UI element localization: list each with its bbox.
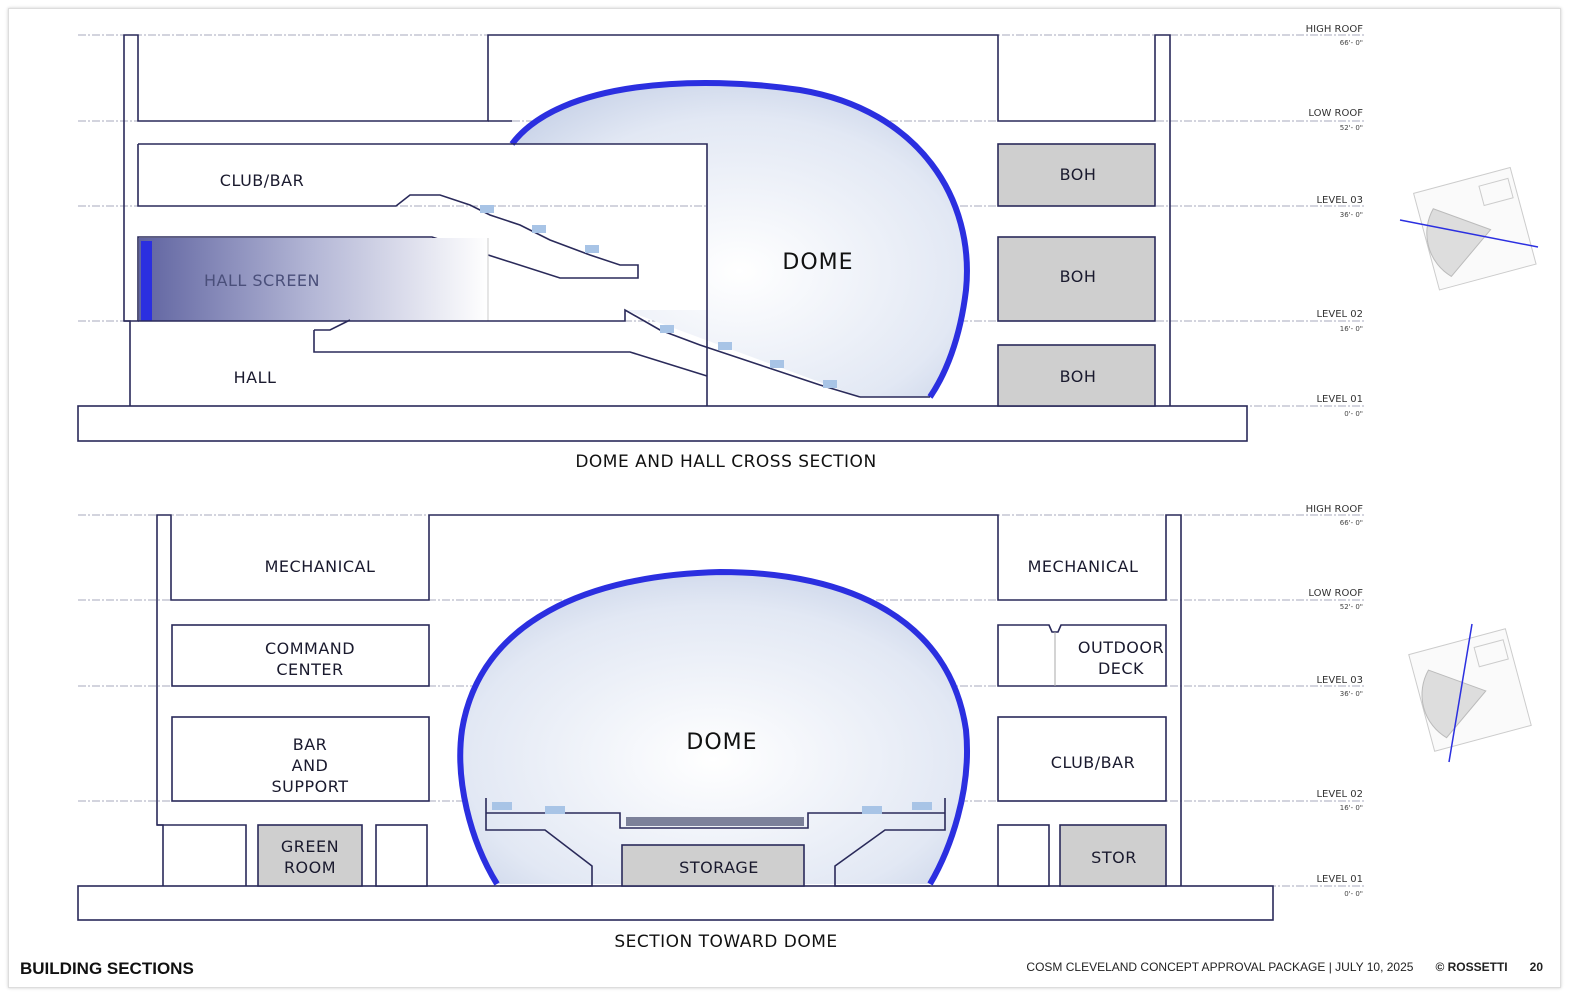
- room-stor: [1059, 824, 1167, 887]
- section-dome-hall: HIGH ROOF 66'- 0" LOW ROOF 52'- 0" LEVEL…: [77, 24, 1539, 472]
- room-outdoor-deck: [997, 624, 1167, 687]
- foundation-slab: [77, 405, 1248, 442]
- page-number: 20: [1529, 960, 1543, 974]
- room-bar-support: [171, 716, 430, 802]
- section-caption: SECTION TOWARD DOME: [614, 932, 837, 952]
- level-label: LOW ROOF: [1308, 108, 1363, 119]
- room-label-mechanical: MECHANICAL: [1028, 557, 1139, 576]
- section-toward-dome: HIGH ROOF 66'- 0" LOW ROOF 52'- 0" LEVEL…: [77, 504, 1532, 952]
- level-elevation: 36'- 0": [1340, 690, 1363, 698]
- room-storage: [621, 844, 805, 887]
- room-label-boh: BOH: [1060, 367, 1097, 386]
- level-elevation: 36'- 0": [1340, 211, 1363, 219]
- level-label: LEVEL 01: [1316, 874, 1363, 885]
- room-label-command-center: COMMAND: [265, 639, 355, 658]
- level-elevation: 52'- 0": [1340, 124, 1363, 132]
- room-label-dome: DOME: [782, 250, 853, 275]
- dome-shell: [457, 568, 970, 886]
- room-unlabeled: [375, 824, 428, 887]
- footer: COSM CLEVELAND CONCEPT APPROVAL PACKAGE …: [1026, 960, 1543, 974]
- level-elevation: 16'- 0": [1340, 804, 1363, 812]
- key-plan-1: [1412, 166, 1537, 291]
- room-label-boh: BOH: [1060, 267, 1097, 286]
- foundation-slab: [77, 885, 1274, 921]
- hall-screen-bar: [141, 241, 152, 321]
- room-label-hall-screen: HALL SCREEN: [204, 271, 320, 290]
- level-labels: HIGH ROOF 66'- 0" LOW ROOF 52'- 0" LEVEL…: [1306, 504, 1364, 898]
- building-outline: [123, 34, 1171, 406]
- room-label-bar-support: AND: [292, 756, 329, 775]
- dome-volume: [460, 572, 968, 884]
- room-boh: [997, 344, 1156, 407]
- level-label: LEVEL 03: [1316, 195, 1363, 206]
- room-label-storage: STORAGE: [679, 858, 759, 877]
- room-label-dome: DOME: [686, 730, 757, 755]
- brand-logo: © ROSSETTI: [1435, 960, 1508, 974]
- room-label-club-bar: CLUB/BAR: [1051, 753, 1135, 772]
- room-label-outdoor-deck: DECK: [1098, 659, 1144, 678]
- room-unlabeled: [997, 824, 1050, 887]
- room-label-stor: STOR: [1091, 848, 1137, 867]
- room-label-command-center: CENTER: [276, 660, 343, 679]
- room-label-bar-support: SUPPORT: [272, 777, 349, 796]
- seating-steps: [492, 802, 932, 814]
- room-green-room: [257, 824, 363, 887]
- hall-screen: [139, 238, 488, 321]
- room-label-green-room: ROOM: [284, 858, 336, 877]
- room-boh: [997, 143, 1156, 207]
- room-label-bar-support: BAR: [293, 735, 328, 754]
- dome-shell: [509, 79, 970, 399]
- level-elevation: 66'- 0": [1340, 39, 1363, 47]
- page-title: BUILDING SECTIONS: [20, 959, 194, 978]
- key-plan-2: [1408, 628, 1532, 752]
- level-label: LEVEL 02: [1316, 789, 1363, 800]
- room-label-boh: BOH: [1060, 165, 1097, 184]
- room-label-outdoor-deck: OUTDOOR: [1078, 638, 1164, 657]
- room-label-green-room: GREEN: [281, 837, 339, 856]
- level-elevation: 66'- 0": [1340, 519, 1363, 527]
- room-label-club-bar: CLUB/BAR: [220, 171, 304, 190]
- section-cut-line: [1448, 623, 1473, 763]
- seating-row: [626, 817, 804, 826]
- level-elevation: 52'- 0": [1340, 603, 1363, 611]
- level-label: LEVEL 01: [1316, 394, 1363, 405]
- level-label: LEVEL 02: [1316, 309, 1363, 320]
- level-label: LEVEL 03: [1316, 675, 1363, 686]
- level-label: HIGH ROOF: [1306, 24, 1364, 35]
- seating-steps: [480, 205, 837, 388]
- section-cut-line: [1399, 219, 1539, 248]
- dome-volume: [512, 82, 967, 397]
- room-label-hall: HALL: [234, 368, 277, 387]
- section-caption: DOME AND HALL CROSS SECTION: [575, 452, 876, 472]
- room-command-center: [171, 624, 430, 687]
- room-club-bar: [997, 716, 1167, 802]
- room-boh: [997, 236, 1156, 322]
- level-labels: HIGH ROOF 66'- 0" LOW ROOF 52'- 0" LEVEL…: [1306, 24, 1364, 418]
- room-label-mechanical: MECHANICAL: [265, 557, 376, 576]
- level-label: HIGH ROOF: [1306, 504, 1364, 515]
- building-outline: [156, 514, 1182, 886]
- level-label: LOW ROOF: [1308, 588, 1363, 599]
- level-elevation: 16'- 0": [1340, 325, 1363, 333]
- level-elevation: 0'- 0": [1344, 410, 1363, 418]
- package-title: COSM CLEVELAND CONCEPT APPROVAL PACKAGE …: [1026, 960, 1414, 974]
- level-elevation: 0'- 0": [1344, 890, 1363, 898]
- page-frame: [8, 8, 1561, 988]
